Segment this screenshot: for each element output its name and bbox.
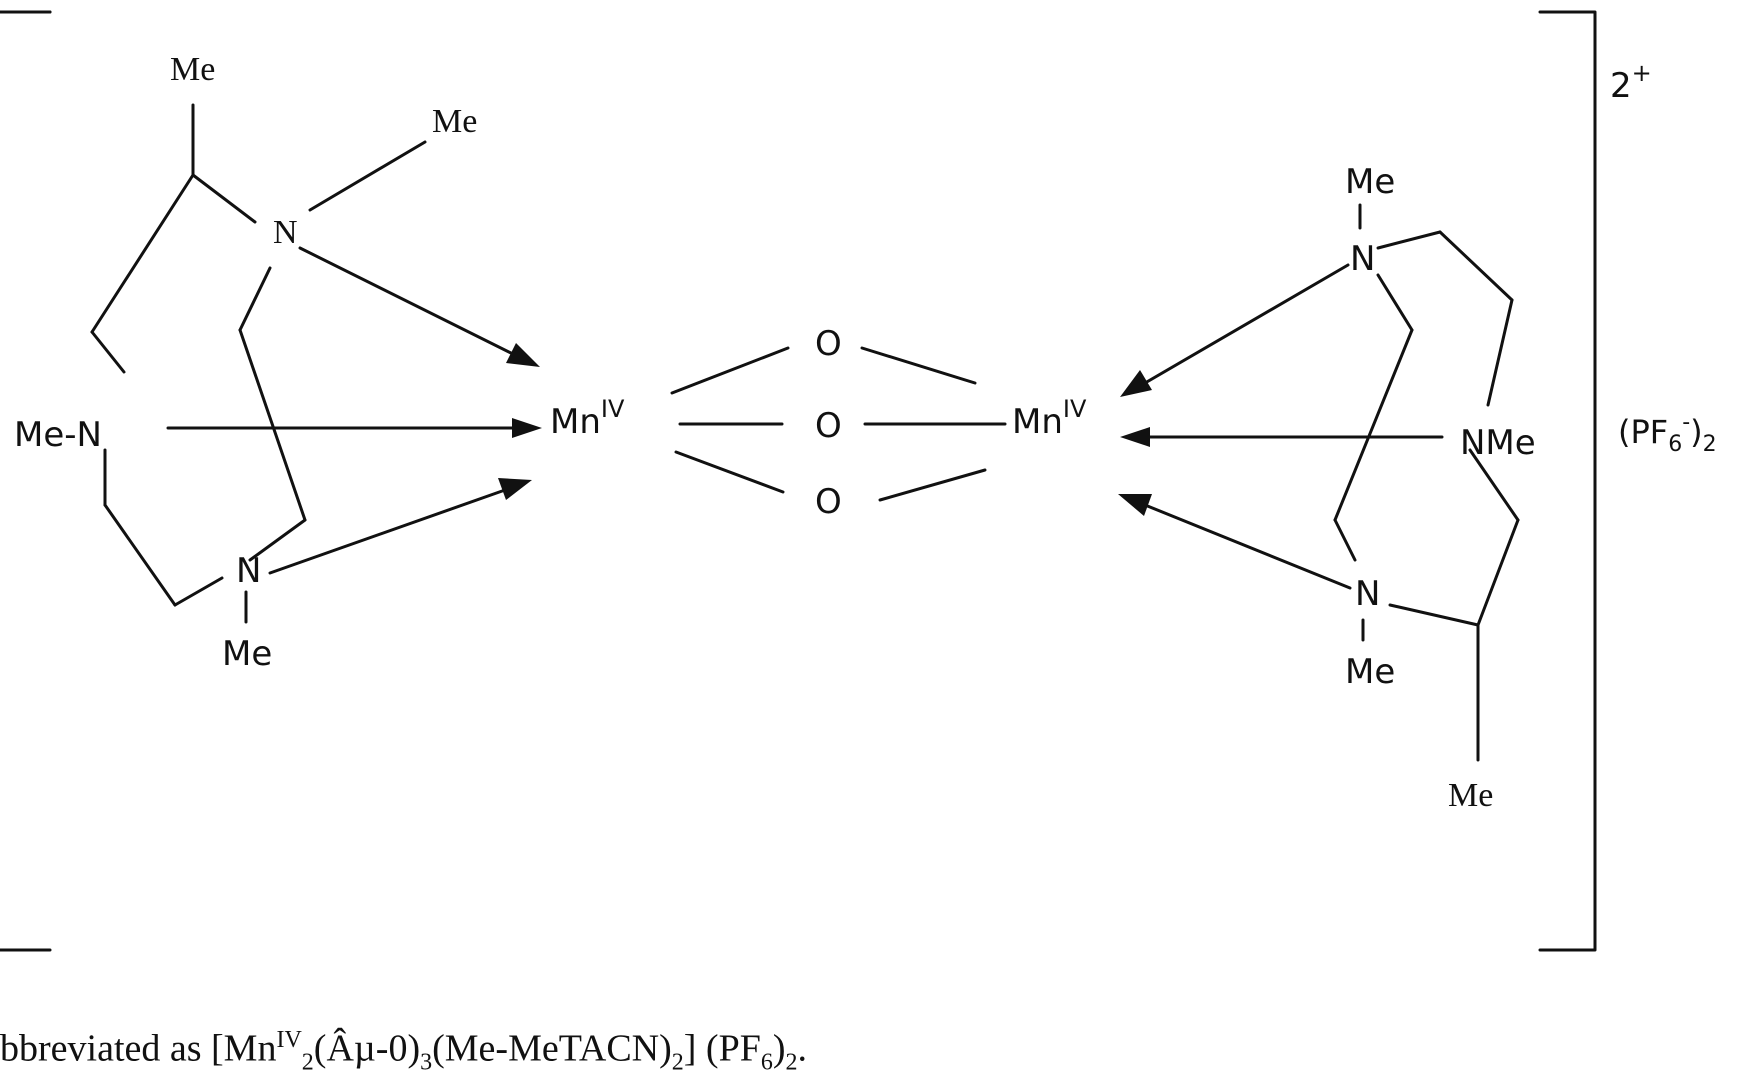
oxygen-label: O bbox=[815, 406, 842, 446]
methyl-label: Me bbox=[1448, 777, 1493, 814]
left-coordination-arrows bbox=[168, 248, 542, 573]
nitrogen-label: N bbox=[273, 214, 298, 251]
nitrogen-label: N bbox=[1355, 574, 1380, 614]
manganese-left-label: MnIV bbox=[550, 395, 625, 442]
right-bracket bbox=[1540, 12, 1595, 950]
methyl-label: Me bbox=[432, 103, 477, 140]
nitrogen-label: N bbox=[236, 551, 261, 591]
oxygen-label: O bbox=[815, 482, 842, 522]
methyl-nitrogen-label: Me-N bbox=[14, 415, 102, 455]
left-ligand-bonds bbox=[92, 105, 425, 622]
oxygen-label: O bbox=[815, 324, 842, 364]
caption-text: bbreviated as [MnIV2(Âµ-0)3(Me-MeTACN)2]… bbox=[0, 1010, 1749, 1070]
methyl-nitrogen-label: NMe bbox=[1460, 423, 1536, 463]
methyl-label: Me bbox=[1345, 162, 1395, 202]
counterion-label: (PF6-)2 bbox=[1618, 410, 1717, 457]
methyl-label: Me bbox=[1345, 652, 1395, 692]
methyl-label: Me bbox=[170, 51, 215, 88]
charge-label: 2+ bbox=[1610, 59, 1652, 106]
methyl-label: Me bbox=[222, 634, 272, 674]
manganese-right-label: MnIV bbox=[1012, 395, 1087, 442]
nitrogen-label: N bbox=[1350, 239, 1375, 279]
right-coordination-arrows bbox=[1118, 265, 1442, 588]
